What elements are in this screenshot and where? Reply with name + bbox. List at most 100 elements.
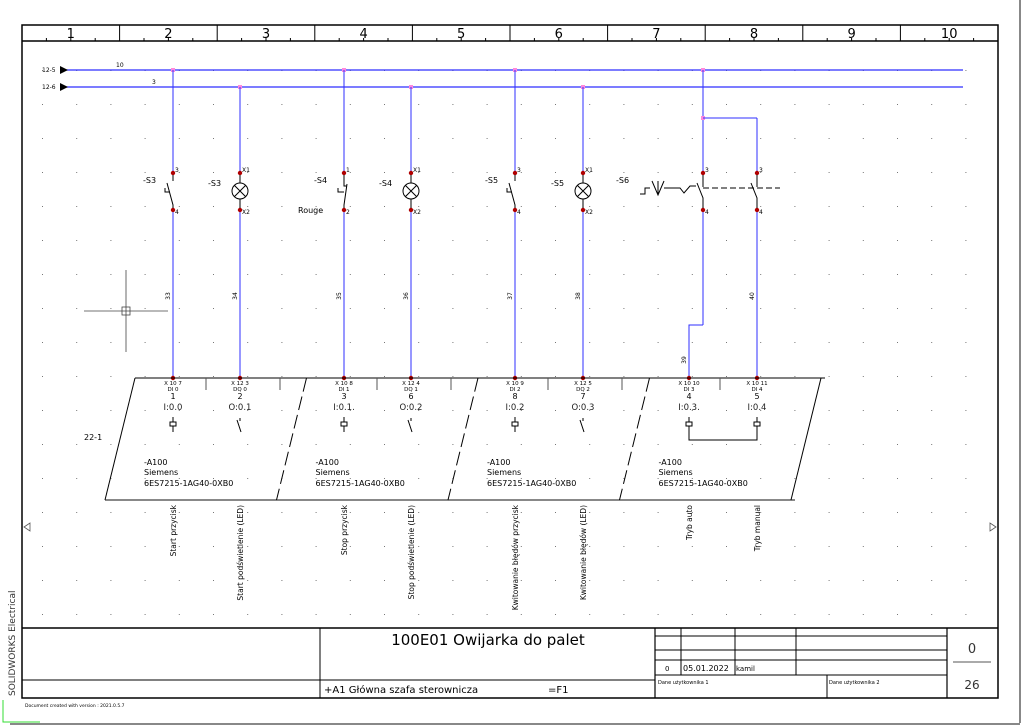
grid-dot bbox=[110, 206, 112, 207]
terminal-dot bbox=[237, 207, 243, 213]
grid-dot bbox=[931, 512, 933, 513]
grid-dot bbox=[760, 444, 762, 445]
grid-dot bbox=[862, 308, 864, 309]
grid-dot bbox=[828, 104, 830, 105]
wire-number: 37 bbox=[507, 292, 514, 300]
grid-dot bbox=[315, 172, 317, 173]
grid-dot bbox=[76, 342, 78, 343]
grid-dot bbox=[828, 478, 830, 479]
grid-dot bbox=[965, 172, 967, 173]
grid-dot bbox=[589, 308, 591, 309]
grid-dot bbox=[794, 308, 796, 309]
grid-dot bbox=[418, 308, 420, 309]
grid-dot bbox=[931, 478, 933, 479]
grid-dot bbox=[965, 512, 967, 513]
grid-dot bbox=[931, 104, 933, 105]
grid-dot bbox=[247, 240, 249, 241]
grid-dot bbox=[42, 376, 43, 377]
grid-dot bbox=[794, 546, 796, 547]
grid-dot bbox=[691, 138, 693, 139]
plc-index: 5 bbox=[754, 392, 759, 401]
grid-dot bbox=[657, 376, 659, 377]
grid-dot bbox=[76, 274, 78, 275]
grid-dot bbox=[555, 410, 556, 411]
grid-dot bbox=[828, 206, 830, 207]
terminal-dot bbox=[700, 170, 706, 176]
grid-dot bbox=[144, 240, 146, 241]
grid-dot bbox=[794, 376, 796, 377]
grid-dot bbox=[589, 172, 591, 173]
signal-description: Stop przycisk bbox=[340, 504, 349, 555]
grid-dot bbox=[760, 138, 762, 139]
grid-dot bbox=[589, 512, 591, 513]
grid-dot bbox=[418, 512, 420, 513]
grid-dot bbox=[897, 342, 898, 343]
grid-dot bbox=[555, 376, 556, 377]
grid-dot bbox=[691, 614, 693, 615]
grid-dot bbox=[486, 138, 488, 139]
signal-description: Tryb manual bbox=[753, 505, 762, 552]
pin-label: X1 bbox=[585, 167, 593, 174]
signal-description: Stop podświetlenie (LED) bbox=[407, 505, 416, 599]
plc-section-divider bbox=[104, 377, 136, 501]
grid-dot bbox=[862, 614, 864, 615]
grid-dot bbox=[213, 410, 214, 411]
grid-dot bbox=[384, 308, 385, 309]
grid-dot bbox=[589, 478, 591, 479]
plc-terminal-label: X 10 7 bbox=[164, 381, 182, 387]
grid-dot bbox=[384, 172, 385, 173]
plc-reference: 22-1 bbox=[84, 433, 102, 442]
function-label: =F1 bbox=[548, 685, 569, 696]
grid-dot bbox=[931, 308, 933, 309]
grid-dot bbox=[486, 546, 488, 547]
plc-address: O:0.1 bbox=[229, 403, 252, 413]
grid-dot bbox=[281, 138, 283, 139]
grid-dot bbox=[213, 138, 214, 139]
grid-dot bbox=[965, 104, 967, 105]
grid-dot bbox=[760, 172, 762, 173]
grid-dot bbox=[42, 580, 43, 581]
grid-dot bbox=[794, 274, 796, 275]
grid-dot bbox=[349, 104, 351, 105]
grid-dot bbox=[760, 342, 762, 343]
grid-dot bbox=[828, 138, 830, 139]
grid-dot bbox=[418, 580, 420, 581]
grid-dot bbox=[315, 104, 317, 105]
grid-dot bbox=[110, 512, 112, 513]
grid-dot bbox=[623, 546, 625, 547]
grid-dot bbox=[760, 308, 762, 309]
bus-wire-number: 3 bbox=[152, 79, 156, 86]
grid-dot bbox=[555, 206, 556, 207]
grid-dot bbox=[418, 104, 420, 105]
grid-dot bbox=[965, 274, 967, 275]
grid-dot bbox=[452, 308, 454, 309]
plc-index: 8 bbox=[512, 392, 517, 401]
grid-dot bbox=[897, 172, 898, 173]
grid-dot bbox=[931, 580, 933, 581]
selector-actuator-icon bbox=[640, 180, 696, 197]
lamp-cross bbox=[234, 185, 246, 197]
grid-dot bbox=[486, 614, 488, 615]
plc-index: 2 bbox=[237, 392, 242, 401]
terminal-dot bbox=[700, 207, 706, 213]
right-marker-icon bbox=[989, 522, 997, 532]
signal-description: Kwitowanie błędów (LED) bbox=[579, 505, 588, 600]
grid-dot bbox=[418, 444, 420, 445]
column-number: 9 bbox=[847, 27, 855, 42]
grid-dot bbox=[178, 172, 180, 173]
terminal-dot bbox=[408, 170, 414, 176]
wire-number: 40 bbox=[749, 292, 756, 300]
plc-channel-label: DQ 2 bbox=[576, 387, 590, 393]
grid-dot bbox=[213, 172, 214, 173]
crosshair-cursor-icon bbox=[84, 270, 168, 352]
pin-label: 3 bbox=[175, 167, 179, 174]
grid-dot bbox=[965, 478, 967, 479]
grid-dot bbox=[760, 240, 762, 241]
grid-dot bbox=[486, 410, 488, 411]
wire-number: 33 bbox=[165, 292, 172, 300]
signal-description: Tryb auto bbox=[685, 505, 694, 541]
grid-dot bbox=[349, 342, 351, 343]
plc-index: 7 bbox=[580, 392, 585, 401]
grid-dot bbox=[897, 104, 898, 105]
pin-label: X1 bbox=[242, 167, 250, 174]
